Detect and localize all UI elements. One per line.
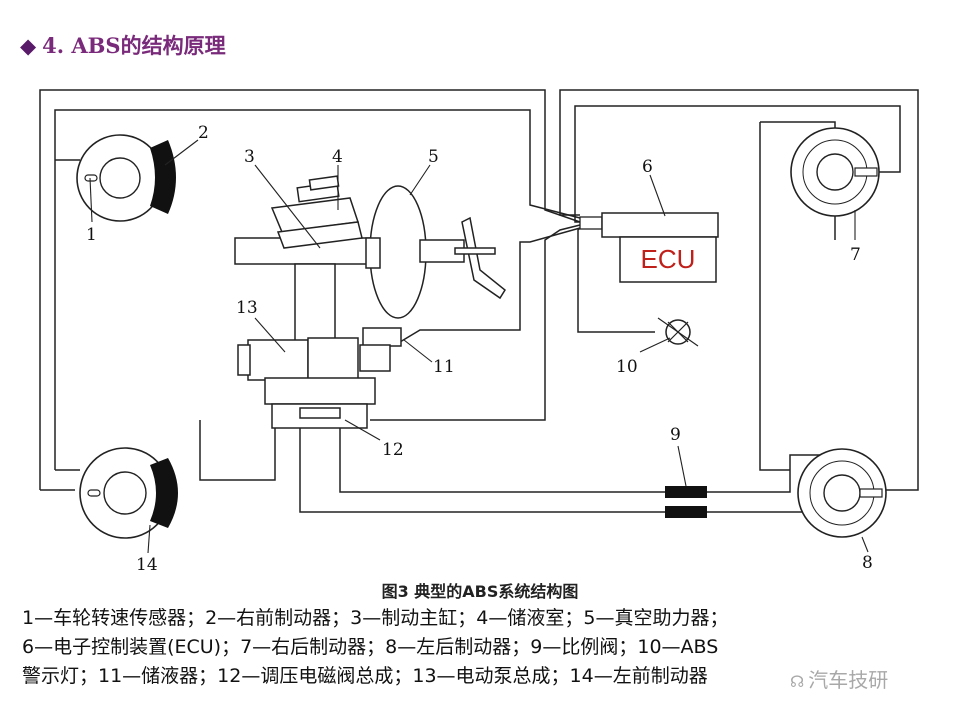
wiring-lamp (577, 227, 655, 333)
slide-title-text: 4. ABS的结构原理 (42, 33, 226, 58)
leader-lines (89, 139, 869, 554)
brake-lines (39, 89, 919, 530)
electric-pump-13 (247, 339, 309, 381)
legend: 1—车轮转速传感器；2—右前制动器；3—制动主缸；4—储液室；5—真空助力器； … (22, 604, 942, 691)
label-10: 10 (616, 357, 638, 377)
label-12: 12 (382, 440, 404, 460)
brake-line-right-top (559, 89, 919, 491)
slide-title: ◆4. ABS的结构原理 (20, 30, 226, 60)
watermark-text: 汽车技研 (808, 668, 889, 692)
legend-line-2: 6—电子控制装置(ECU)；7—右后制动器；8—左后制动器；9—比例阀；10—A… (22, 636, 719, 658)
part-number-labels: 1 2 3 4 5 6 7 8 9 10 11 12 13 14 (86, 123, 873, 575)
wechat-icon: ☊ (790, 672, 805, 691)
brake-line-lf (199, 420, 276, 481)
ecu-module: ECU (579, 212, 719, 283)
hydraulic-unit (234, 175, 506, 429)
label-2: 2 (198, 123, 209, 143)
label-14: 14 (136, 555, 158, 575)
label-11: 11 (433, 357, 455, 377)
brake-line-center-right (370, 224, 581, 421)
ecu-label: ECU (641, 244, 696, 274)
label-3: 3 (244, 147, 255, 167)
label-8: 8 (862, 553, 873, 573)
wheel-right-rear (790, 127, 880, 217)
brake-caliper-2 (150, 140, 176, 214)
legend-line-1: 1—车轮转速传感器；2—右前制动器；3—制动主缸；4—储液室；5—真空助力器； (22, 607, 729, 629)
figure-caption: 图3 典型的ABS系统结构图 (381, 582, 579, 601)
brake-line-rear-right (759, 122, 790, 471)
wheel-left-rear (797, 448, 887, 538)
brake-line-center-right2 (394, 227, 581, 346)
label-13: 13 (236, 298, 258, 318)
wheel-speed-sensor-14 (87, 489, 101, 497)
label-4: 4 (332, 147, 343, 167)
label-1: 1 (86, 225, 97, 245)
label-9: 9 (670, 425, 681, 445)
label-7: 7 (850, 245, 861, 265)
label-6: 6 (642, 157, 653, 177)
accumulator-11 (362, 327, 402, 347)
label-5: 5 (428, 147, 439, 167)
brake-line-right-inner (574, 105, 901, 223)
watermark: ☊汽车技研 (790, 664, 888, 693)
brake-line-inner-left (54, 109, 581, 470)
brake-line-lower (339, 420, 860, 493)
wheel-speed-sensor-1 (84, 174, 98, 182)
legend-line-3: 警示灯；11—储液器；12—调压电磁阀总成；13—电动泵总成；14—左前制动器 (22, 665, 708, 687)
brake-pedal (461, 216, 506, 300)
proportioning-valve-9 (665, 486, 707, 518)
wheel-left-front (79, 447, 178, 539)
diamond-bullet-icon: ◆ (20, 33, 37, 58)
brake-caliper-14 (150, 458, 178, 528)
wheel-right-front (76, 134, 176, 222)
brake-line-outer-left (39, 89, 581, 490)
